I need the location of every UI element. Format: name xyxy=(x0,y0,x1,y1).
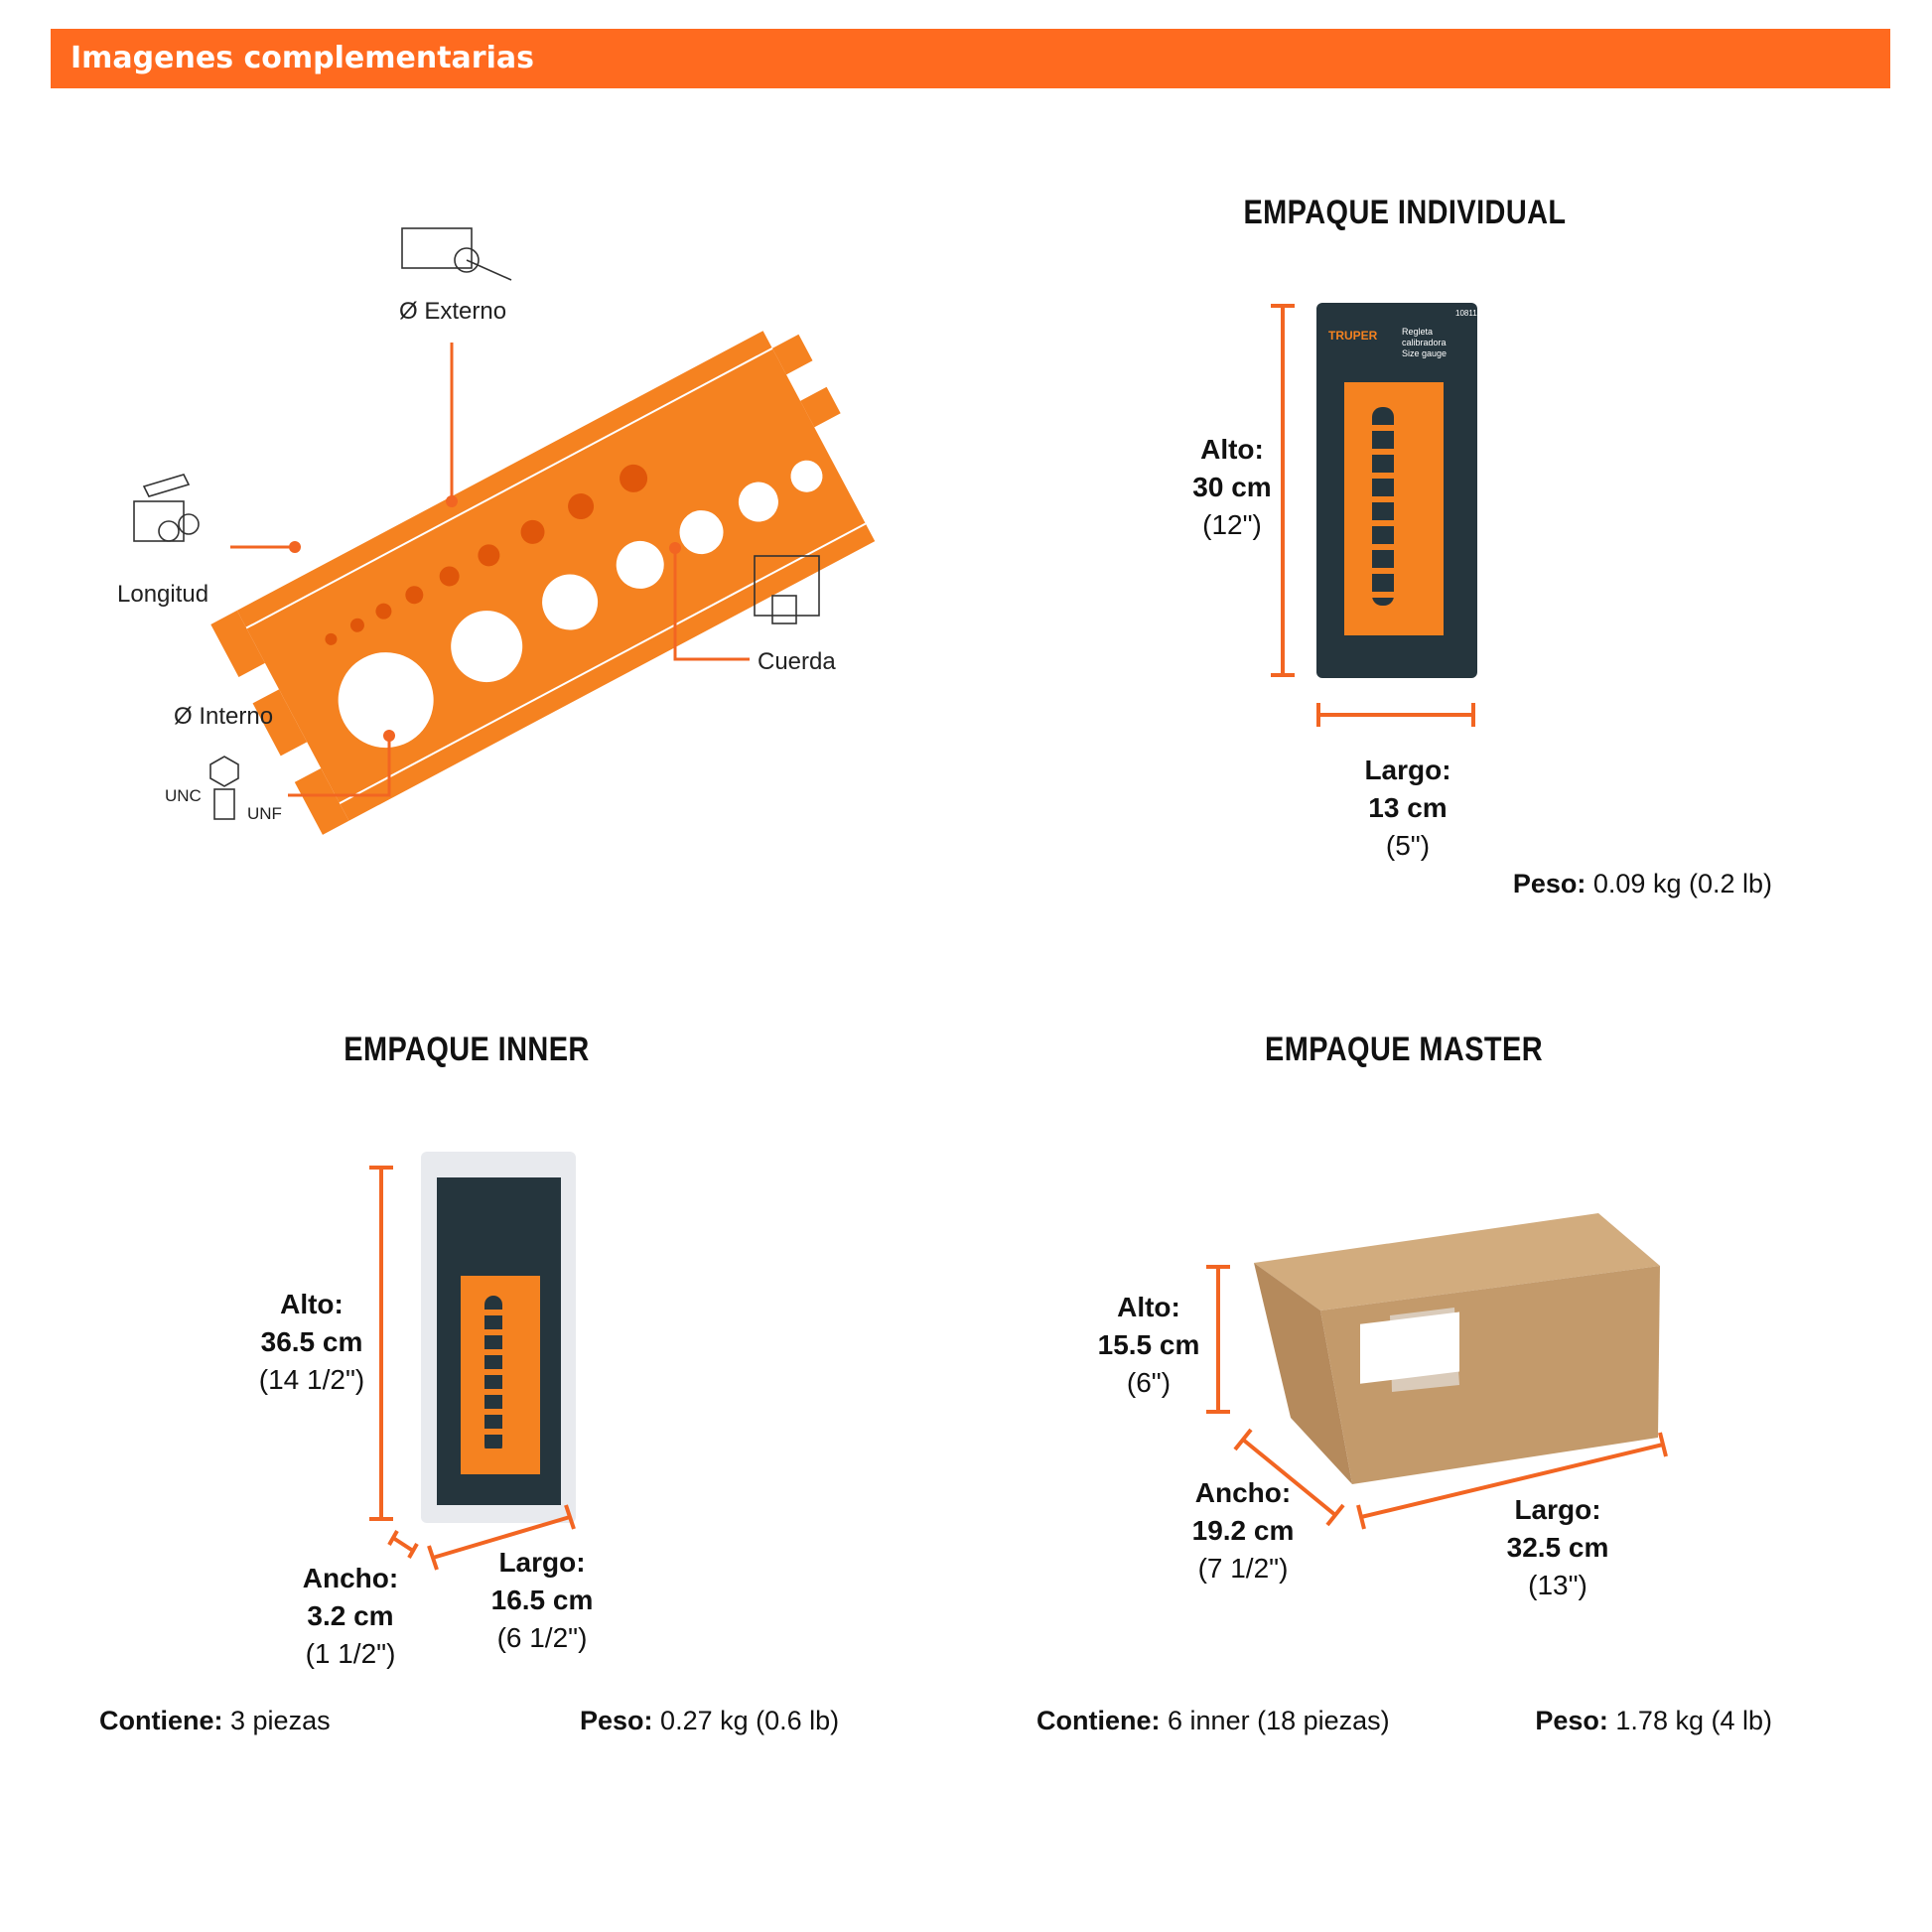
inner-peso: Peso: 0.27 kg (0.6 lb) xyxy=(580,1706,840,1735)
master-contiene: Contiene: 6 inner (18 piezas) xyxy=(1036,1706,1390,1735)
individual-alto: Alto:30 cm(12") xyxy=(1192,434,1272,540)
gauge-ruler-image xyxy=(210,331,876,835)
label-externo: Ø Externo xyxy=(399,298,507,325)
label-unf: UNF xyxy=(247,804,282,823)
section-header: Imagenes complementarias xyxy=(51,29,1890,88)
master-alto: Alto:15.5 cm(6") xyxy=(1097,1292,1200,1398)
label-unc: UNC xyxy=(165,786,202,805)
inner-alto: Alto:36.5 cm(14 1/2") xyxy=(258,1289,365,1395)
inner-bag-image xyxy=(421,1152,576,1523)
inner-title: EMPAQUE INNER xyxy=(344,1031,590,1068)
label-cuerda: Cuerda xyxy=(758,648,836,675)
card-code: 10811 xyxy=(1455,309,1477,318)
master-ancho: Ancho:19.2 cm(7 1/2") xyxy=(1191,1477,1295,1584)
individual-title: EMPAQUE INDIVIDUAL xyxy=(1243,194,1567,231)
inner-largo: Largo:16.5 cm(6 1/2") xyxy=(490,1547,594,1653)
section-title: Imagenes complementarias xyxy=(70,41,534,75)
label-longitud: Longitud xyxy=(117,581,209,608)
master-largo: Largo:32.5 cm(13") xyxy=(1506,1494,1609,1600)
inner-ancho: Ancho:3.2 cm(1 1/2") xyxy=(302,1563,399,1669)
card-product: Regleta calibradora xyxy=(1402,327,1447,347)
master-title: EMPAQUE MASTER xyxy=(1265,1031,1543,1068)
individual-peso: Peso: 0.09 kg (0.2 lb) xyxy=(1512,869,1772,898)
individual-largo: Largo:13 cm(5") xyxy=(1364,755,1451,861)
master-peso: Peso: 1.78 kg (4 lb) xyxy=(1535,1706,1772,1735)
label-interno: Ø Interno xyxy=(174,703,274,730)
card-product-en: Size gauge xyxy=(1402,348,1448,358)
inner-contiene: Contiene: 3 piezas xyxy=(99,1706,331,1735)
card-brand: TRUPER xyxy=(1328,329,1378,343)
